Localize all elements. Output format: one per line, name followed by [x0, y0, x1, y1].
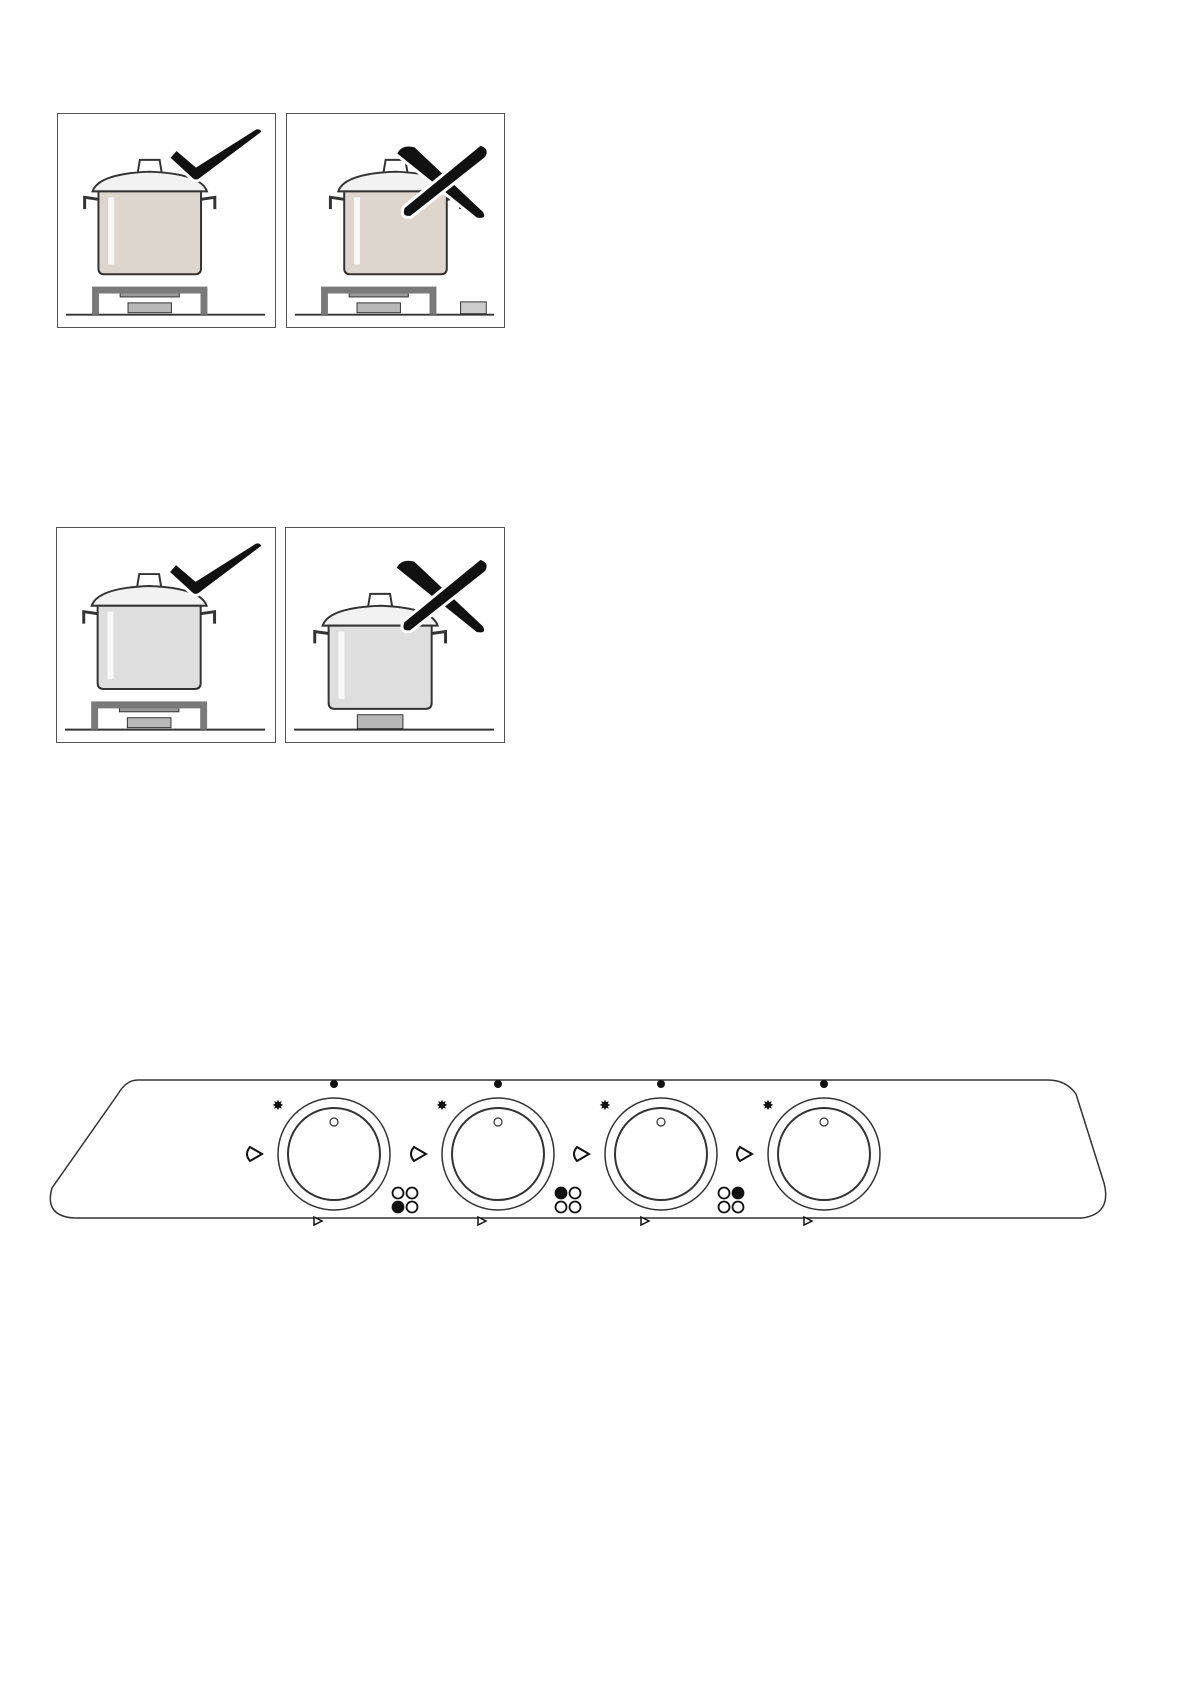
- control-panel-drawing: ✸ ✸ ✸ ✸: [48, 1078, 1108, 1236]
- illustration-row2-incorrect: [285, 527, 505, 743]
- ignition-spark-icon: ✸: [436, 1098, 448, 1114]
- off-dot-icon: [494, 1080, 502, 1088]
- knob-indicator-dot: [494, 1118, 502, 1126]
- lid-handle: [137, 574, 161, 586]
- burner-indicator-dot: [407, 1188, 418, 1199]
- pot-on-burner-incorrect-1: [287, 114, 504, 327]
- burner-indicator-dot: [393, 1188, 404, 1199]
- pan-support: [95, 290, 203, 315]
- pot-highlight: [108, 612, 114, 679]
- knob-indicator-dot: [820, 1118, 828, 1126]
- burner-indicator-dot: [393, 1202, 404, 1213]
- pan-support: [324, 290, 433, 315]
- pot-handle-left: [330, 197, 344, 209]
- burner-indicator-dot: [556, 1188, 567, 1199]
- pot-highlight: [354, 197, 360, 264]
- pot-on-burner-correct-1: [58, 114, 275, 327]
- off-dot-icon: [820, 1080, 828, 1088]
- adjacent-burner: [461, 302, 487, 314]
- pot-handle-right: [201, 612, 215, 624]
- pot-handle-right: [432, 632, 446, 644]
- pot-on-burner-correct-2: [57, 528, 275, 742]
- burner-indicator-dot: [733, 1202, 744, 1213]
- hob-control-panel: ✸ ✸ ✸ ✸: [48, 1078, 1108, 1236]
- burner-indicator-dot: [556, 1202, 567, 1213]
- pot-handle-left: [315, 632, 329, 644]
- off-dot-icon: [330, 1080, 338, 1088]
- illustration-row2-correct: [56, 527, 276, 743]
- illustration-row1-incorrect: [286, 113, 505, 328]
- ignition-spark-icon: ✸: [272, 1098, 284, 1114]
- lid-handle: [368, 594, 392, 606]
- cross-mark-icon: [395, 558, 488, 634]
- knob-indicator-dot: [657, 1118, 665, 1126]
- lid-handle: [138, 160, 162, 172]
- pot-handle-left: [84, 612, 98, 624]
- check-mark-icon: [168, 128, 263, 181]
- pot-highlight: [108, 197, 114, 264]
- burner-indicator-dot: [733, 1188, 744, 1199]
- burner-indicator-dot: [719, 1202, 730, 1213]
- pot-on-burner-incorrect-2: [286, 528, 504, 742]
- off-dot-icon: [657, 1080, 665, 1088]
- pot-handle-left: [85, 197, 99, 209]
- burner-cap: [357, 303, 400, 313]
- burner-indicator-dot: [719, 1188, 730, 1199]
- knob-indicator-dot: [330, 1118, 338, 1126]
- burner-cap: [127, 718, 171, 728]
- illustration-row1-correct: [57, 113, 276, 328]
- burner-indicator-dot: [570, 1202, 581, 1213]
- pot-highlight: [339, 632, 345, 699]
- burner-cap: [357, 715, 403, 729]
- burner-cap: [128, 303, 171, 313]
- burner-indicator-dot: [407, 1202, 418, 1213]
- check-mark-icon: [168, 542, 263, 596]
- ignition-spark-icon: ✸: [762, 1098, 774, 1114]
- burner-indicator-dot: [570, 1188, 581, 1199]
- ignition-spark-icon: ✸: [599, 1098, 611, 1114]
- pot-handle-right: [201, 197, 215, 209]
- pan-support: [95, 705, 204, 730]
